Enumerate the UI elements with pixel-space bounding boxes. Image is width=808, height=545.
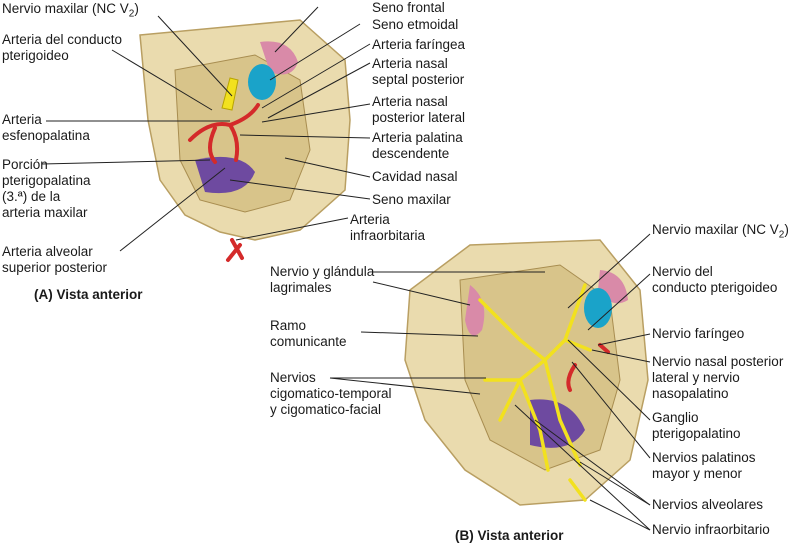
label-line: arteria maxilar [2,205,88,220]
label-maxillary-nerve-b: Nervio maxilar (NC V2) [652,222,789,244]
label-line: Arteria palatina [372,130,463,145]
label-line: Arteria nasal [372,56,448,71]
label-line: lagrimales [270,280,332,295]
label-line: cigomatico-temporal [270,386,392,401]
label-pharyngeal-nerve: Nervio faríngeo [652,326,745,341]
label-line: conducto pterigoideo [652,280,778,295]
label-pharyngeal-artery: Arteria faríngea [372,37,466,52]
label-subscript: 2 [778,229,785,241]
label-line: Porción [2,157,48,172]
label-nasal-cavity: Cavidad nasal [372,169,458,184]
label-zygomatic-nerves: Nervios cigomatico-temporal y cigomatico… [270,370,392,418]
label-line: descendente [372,146,450,161]
label-line: esfenopalatina [2,128,90,143]
label-line: Nervio y glándula [270,264,375,279]
label-infraorbital-nerve: Nervio infraorbitario [652,522,770,537]
label-descending-palatine-artery: Arteria palatina descendente [372,130,463,162]
label-sphenopalatine-artery: Arteria esfenopalatina [2,112,90,144]
label-posterior-septal-artery: Arteria nasal septal posterior [372,56,464,88]
label-alveolar-nerves: Nervios alveolares [652,497,764,512]
label-posterior-lateral-artery: Arteria nasal posterior lateral [372,94,465,126]
label-line: pterigopalatina [2,173,91,188]
label-pterygopalatine-portion: Porción pterigopalatina (3.ª) de la arte… [2,157,91,221]
label-palatine-nerves: Nervios palatinos mayor y menor [652,450,756,482]
label-line: (3.ª) de la [2,189,61,204]
label-pterygopalatine-ganglion: Ganglio pterigopalatino [652,410,741,442]
label-line: y cigomatico-facial [270,402,382,417]
label-posterior-lateral-nasal-nerve: Nervio nasal posterior lateral y nervio … [652,354,783,402]
label-line: mayor y menor [652,466,743,481]
label-line: lateral y nervio [652,370,740,385]
label-line: pterigoideo [2,48,69,63]
label-line: Arteria [350,212,390,227]
label-line: pterigopalatino [652,426,741,441]
label-line: Nervios palatinos [652,450,756,465]
caption-panel-a: (A) Vista anterior [34,287,143,302]
panel-a-arteries [188,103,260,262]
panel-a-ethmoid-sinus [248,64,276,100]
label-subscript: 2 [128,8,135,20]
label-line: Arteria [2,112,42,127]
panel-b-illustration [404,239,649,506]
label-line: Nervio del [652,264,713,279]
caption-panel-b: (B) Vista anterior [455,528,564,543]
label-text: ) [784,222,789,237]
label-line: nasopalatino [652,386,729,401]
label-communicating-branch: Ramo comunicante [270,318,347,350]
label-line: Arteria alveolar [2,244,93,259]
label-line: superior posterior [2,260,108,275]
label-posterior-superior-alveolar: Arteria alveolar superior posterior [2,244,107,276]
label-line: comunicante [270,334,347,349]
label-line: Nervios [270,370,316,385]
label-line: Nervio nasal posterior [652,354,784,369]
panel-b-sinus-blue [584,288,612,328]
label-text: Nervio maxilar (NC V [2,1,129,16]
label-maxillary-nerve-a: Nervio maxilar (NC V2) [2,1,139,23]
label-maxillary-sinus: Seno maxilar [372,192,451,207]
label-pterygoid-canal-artery: Arteria del conducto pterigoideo [2,32,122,64]
panel-a-illustration [139,19,351,262]
label-ethmoid-sinus: Seno etmoidal [372,17,459,32]
label-line: Ganglio [652,410,699,425]
label-line: posterior lateral [372,110,466,125]
label-line: septal posterior [372,72,465,87]
label-text: Nervio maxilar (NC V [652,222,779,237]
label-line: infraorbitaria [350,228,426,243]
label-line: Arteria nasal [372,94,448,109]
label-line: Arteria del conducto [2,32,123,47]
label-frontal-sinus: Seno frontal [372,0,445,15]
label-lacrimal: Nervio y glándula lagrimales [270,264,374,296]
label-line: Ramo [270,318,307,333]
label-text: ) [134,1,139,16]
label-pterygoid-canal-nerve: Nervio del conducto pterigoideo [652,264,777,296]
label-infraorbital-artery: Arteria infraorbitaria [350,212,425,244]
